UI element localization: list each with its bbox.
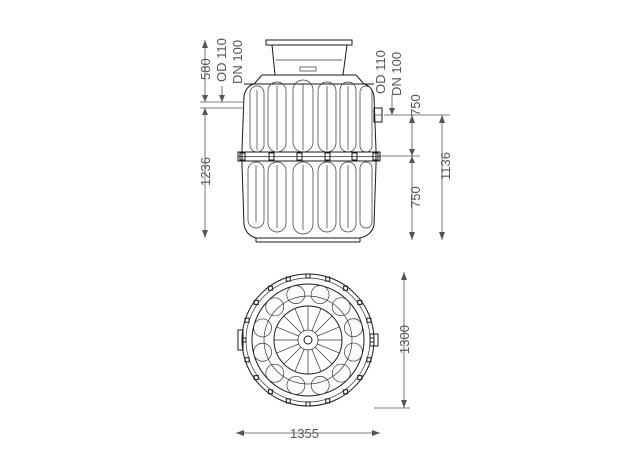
dim-580: 580 (198, 58, 213, 80)
dimension-1355 (236, 430, 380, 436)
dim-dn100-top: DN 100 (230, 40, 245, 84)
band-stud (253, 375, 259, 381)
lower-ribs (247, 161, 373, 235)
rib-lobe (344, 318, 363, 338)
top-view-spokes (274, 306, 342, 374)
dim-1136: 1136 (438, 152, 453, 180)
band-stud (285, 398, 291, 404)
band-stud (267, 389, 273, 395)
dim-750-upper: 750 (408, 94, 423, 116)
top-view-side-nozzle (369, 333, 379, 347)
rib-lobe (344, 342, 363, 362)
band-stud (325, 398, 331, 404)
dim-od110-top: OD 110 (214, 38, 229, 82)
band-stud (366, 357, 372, 363)
rib-lobe (265, 363, 285, 383)
top-view-studs (241, 273, 375, 407)
band-stud (244, 357, 250, 363)
side-inlet-pipe (373, 107, 383, 123)
band-stud (305, 273, 311, 279)
spoke-line (314, 346, 333, 365)
band-stud (267, 285, 273, 291)
tank-body-outline (241, 95, 377, 239)
spoke-line (283, 315, 302, 334)
dim-750-lower: 750 (408, 186, 423, 208)
band-stud (325, 276, 331, 282)
band-stud (253, 299, 259, 305)
dim-1236: 1236 (198, 157, 213, 186)
side-view: 580 OD 110 DN 100 OD 110 DN 100 1236 750… (198, 38, 453, 243)
spoke-line (314, 315, 333, 334)
spoke-line (311, 349, 322, 372)
spoke-line (317, 326, 340, 337)
band-stud (285, 276, 291, 282)
spoke-line (317, 343, 340, 354)
tank-neck (253, 39, 365, 85)
rib-lobe (310, 376, 330, 395)
rib-lobe (253, 342, 272, 362)
rib-lobe (310, 285, 330, 304)
dim-1355: 1355 (290, 426, 319, 441)
band-stud (357, 299, 363, 305)
band-stud (357, 375, 363, 381)
rib-lobe (286, 285, 306, 304)
right-dimensions (380, 95, 450, 240)
rib-lobe (253, 318, 272, 338)
band-stud (369, 337, 375, 343)
spoke-line (283, 346, 302, 365)
upper-ribs (249, 79, 373, 153)
band-stud (343, 389, 349, 395)
tank-shoulder (243, 83, 375, 100)
band-stud (241, 337, 247, 343)
left-dimensions (200, 40, 244, 238)
dim-od110-side: OD 110 (373, 50, 388, 94)
spoke-line (276, 326, 299, 337)
band-stud (244, 317, 250, 323)
spoke-line (294, 308, 305, 331)
top-view: 1300 1355 (236, 272, 412, 441)
rib-lobe (265, 297, 285, 317)
middle-band (237, 151, 381, 162)
dim-dn100-side: DN 100 (389, 52, 404, 96)
band-stud (343, 285, 349, 291)
spoke-line (294, 349, 305, 372)
rib-lobe (286, 376, 306, 395)
top-view-lobes (253, 285, 363, 395)
rib-lobe (331, 297, 351, 317)
band-stud (305, 401, 311, 407)
band-stud (366, 317, 372, 323)
dimension-1300 (374, 272, 410, 409)
spoke-line (276, 343, 299, 354)
dim-1300: 1300 (397, 325, 412, 354)
rib-lobe (331, 363, 351, 383)
spoke-line (311, 308, 322, 331)
